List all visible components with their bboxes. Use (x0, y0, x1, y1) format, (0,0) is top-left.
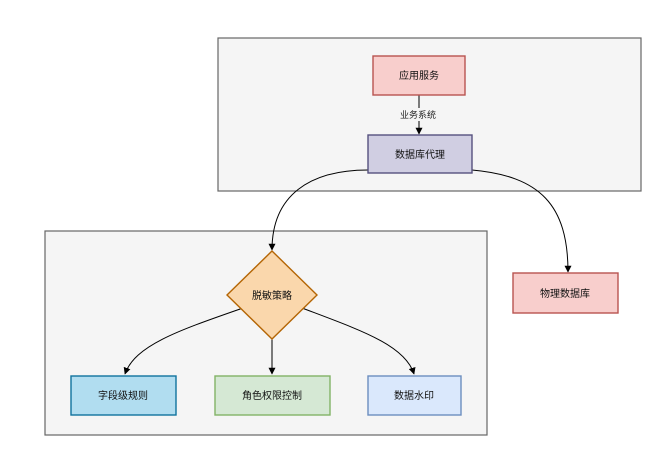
edge-masking-to-field-rules (123, 307, 244, 375)
edge-proxy-to-masking (268, 169, 369, 251)
node-role-permission-label: 角色权限控制 (242, 389, 302, 402)
node-masking-strategy-label: 脱敏策略 (252, 289, 292, 302)
node-data-watermark-label: 数据水印 (394, 389, 434, 402)
node-db-proxy[interactable] (367, 134, 473, 174)
node-field-rules-label: 字段级规则 (98, 389, 148, 402)
node-data-watermark[interactable] (367, 375, 462, 416)
edge-label-business-system: 业务系统 (400, 109, 436, 121)
node-db-proxy-label: 数据库代理 (395, 148, 445, 161)
edge-proxy-to-physical-db (471, 169, 572, 273)
node-role-permission[interactable] (214, 375, 331, 416)
node-field-rules[interactable] (70, 375, 177, 416)
edge-masking-to-data-watermark (301, 307, 416, 375)
node-app-service-label: 应用服务 (399, 69, 439, 82)
node-app-service[interactable] (372, 55, 466, 96)
node-masking-strategy[interactable] (225, 250, 319, 340)
node-physical-db-label: 物理数据库 (540, 287, 590, 300)
edge-label-background (393, 108, 443, 121)
node-physical-db[interactable] (512, 272, 619, 314)
